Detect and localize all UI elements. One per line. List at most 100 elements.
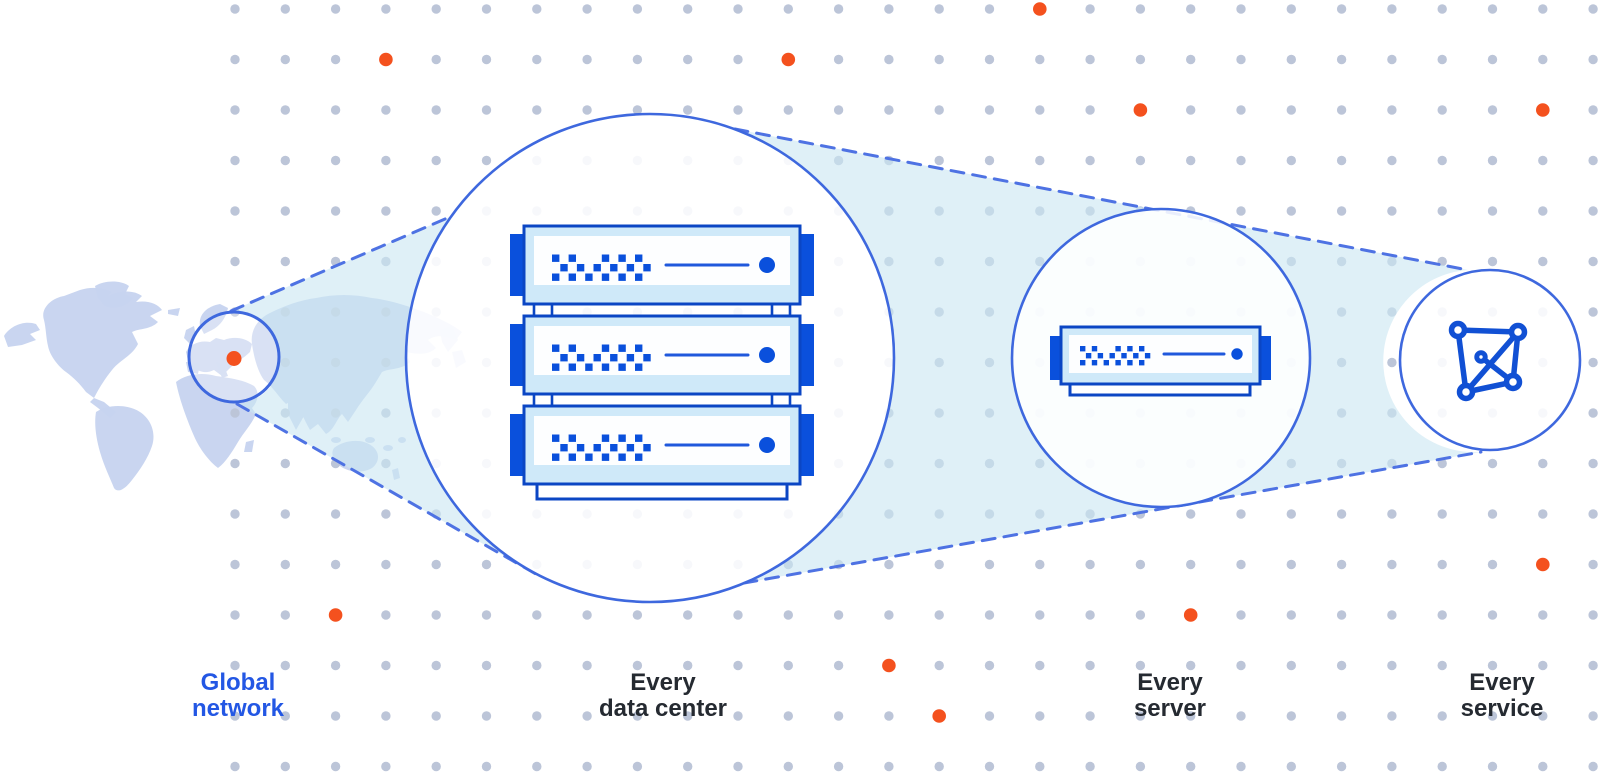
stage-labels: Global network Every data center Every s…: [192, 669, 1543, 722]
grid-dot: [833, 711, 844, 721]
mesh-node: [1456, 382, 1476, 402]
grid-dot: [1336, 559, 1347, 570]
dashed-line: [229, 214, 454, 313]
grid-dot: [1387, 155, 1397, 166]
grid-dot: [1487, 610, 1498, 620]
grid-dot: [1186, 509, 1196, 519]
grid-dot: [230, 256, 240, 267]
server-led: [759, 347, 775, 363]
grid-dot: [1588, 660, 1598, 671]
grid-dot: [1588, 610, 1598, 620]
grid-dot: [381, 761, 391, 772]
grid-dot: [1085, 711, 1095, 721]
grid-dot: [1538, 660, 1548, 671]
network-location-dot: [226, 351, 242, 366]
grid-dot: [1588, 357, 1598, 368]
grid-dot: [1135, 761, 1146, 772]
matrix-square: [585, 453, 593, 461]
matrix-square: [568, 453, 576, 461]
grid-dot: [833, 610, 844, 620]
grid-dot: [330, 54, 341, 65]
grid-dot: [1085, 54, 1095, 65]
grid-dot: [683, 660, 693, 671]
grid-dot: [280, 206, 290, 216]
matrix-square: [643, 444, 651, 452]
server-side-tab: [800, 324, 814, 386]
grid-dot: [1236, 4, 1246, 14]
grid-dot: [1387, 559, 1397, 570]
accent-dot: [932, 709, 946, 723]
grid-dot: [632, 610, 643, 620]
grid-dot: [1286, 509, 1297, 519]
server-face-panel: [534, 416, 790, 465]
grid-dot: [582, 660, 592, 671]
grid-dot: [1336, 206, 1347, 216]
grid-dot: [934, 761, 944, 772]
grid-dot: [431, 610, 441, 620]
matrix-square: [1080, 360, 1086, 366]
grid-dot: [1437, 761, 1447, 772]
grid-dot: [230, 206, 240, 216]
grid-dot: [381, 509, 391, 519]
grid-dot: [683, 54, 693, 65]
grid-dot: [984, 559, 995, 570]
matrix-square: [1091, 346, 1098, 352]
grid-dot: [431, 4, 441, 14]
grid-dot: [733, 4, 743, 14]
grid-dot: [1387, 711, 1397, 721]
matrix-square: [552, 254, 560, 262]
matrix-square: [601, 453, 610, 461]
grid-dot: [833, 4, 844, 14]
server-side-tab: [510, 414, 524, 476]
grid-dot: [884, 761, 894, 772]
network-mesh-icon: [1448, 320, 1528, 402]
grid-dot: [833, 54, 844, 65]
grid-dot: [230, 509, 240, 519]
grid-dot: [1236, 105, 1246, 115]
matrix-square: [610, 354, 618, 362]
grid-dot: [1487, 660, 1498, 671]
grid-dot: [230, 610, 240, 620]
stage-label-every-data-center: data center: [599, 695, 727, 722]
matrix-square: [601, 254, 610, 262]
grid-dot: [1588, 155, 1598, 166]
grid-dot: [733, 105, 743, 115]
grid-dot: [582, 610, 592, 620]
matrix-square: [552, 273, 560, 281]
grid-dot: [280, 711, 290, 721]
grid-dot: [381, 711, 391, 721]
grid-dot: [1437, 610, 1447, 620]
grid-dot: [330, 509, 341, 519]
grid-dot: [783, 105, 793, 115]
grid-dot: [1135, 610, 1146, 620]
grid-dot: [1588, 458, 1598, 469]
grid-dot: [1588, 4, 1598, 14]
accent-dot: [1133, 103, 1148, 117]
grid-dot: [683, 761, 693, 772]
grid-dot: [1538, 256, 1548, 267]
grid-dot: [280, 256, 290, 267]
grid-dot: [330, 660, 341, 671]
grid-dot: [1085, 660, 1095, 671]
led-matrix: [552, 434, 651, 461]
accent-dot: [328, 608, 343, 622]
matrix-square: [1091, 360, 1098, 366]
grid-dot: [1387, 509, 1397, 519]
grid-dot: [1035, 660, 1045, 671]
matrix-square: [568, 344, 576, 352]
grid-dot: [1437, 155, 1447, 166]
grid-dot: [984, 54, 995, 65]
grid-dot: [1387, 206, 1397, 216]
matrix-square: [1097, 353, 1104, 359]
stage-label-every-server: Every: [1137, 669, 1203, 696]
grid-dot: [1336, 54, 1347, 65]
server-led: [1231, 348, 1243, 360]
grid-dot: [1387, 761, 1397, 772]
server-unit: [510, 314, 814, 396]
grid-dot: [1085, 105, 1095, 115]
matrix-square: [576, 264, 585, 272]
grid-dot: [1236, 206, 1246, 216]
grid-dot: [683, 4, 693, 14]
grid-dot: [1588, 256, 1598, 267]
grid-dot: [1336, 155, 1347, 166]
